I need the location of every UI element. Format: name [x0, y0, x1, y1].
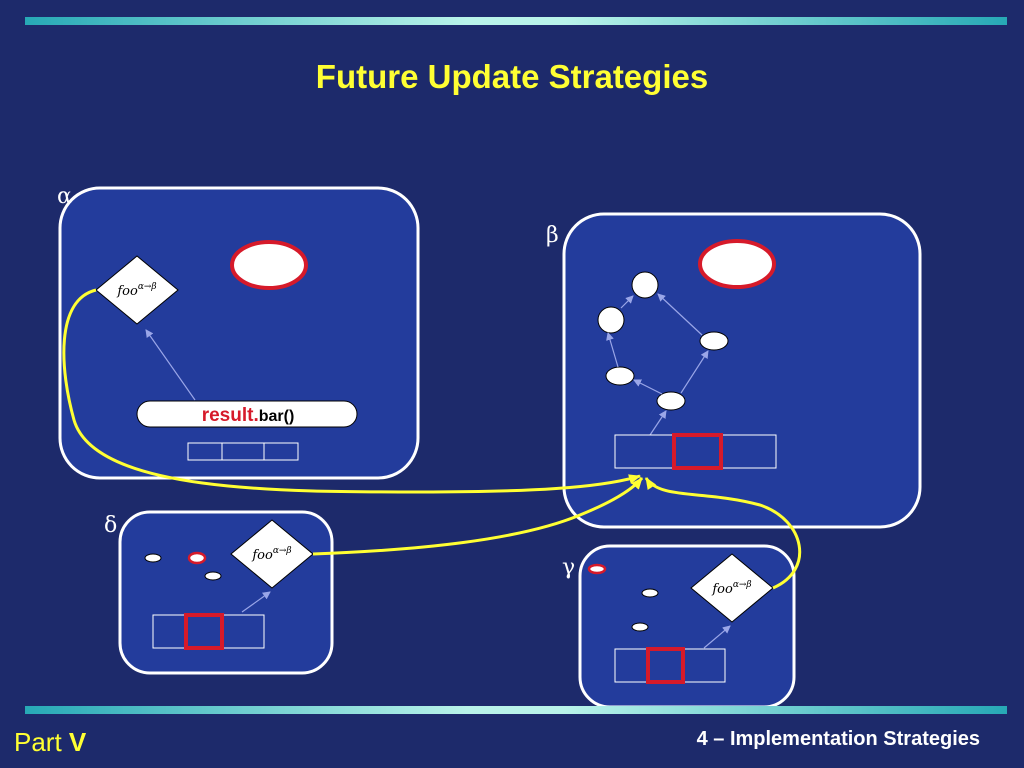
beta-label: β: [546, 223, 559, 248]
top-accent-bar: [25, 17, 1007, 25]
delta-future-diamond: [230, 519, 314, 589]
gamma-node: [631, 622, 649, 632]
delta-stack: [152, 613, 265, 650]
alpha-stack: [187, 442, 299, 461]
alpha-future-label: fooα→β: [116, 282, 156, 299]
beta-stack-highlight: [672, 433, 723, 470]
gamma-arrow: [703, 625, 731, 649]
beta-red-node: [698, 239, 776, 289]
result-call-text: result.bar(): [202, 405, 295, 426]
gamma-label: γ: [562, 555, 575, 580]
beta-node: [631, 271, 659, 299]
gamma-stack-highlight: [646, 647, 685, 684]
delta-arrow: [241, 591, 271, 613]
alpha-arrow: [145, 329, 196, 401]
gamma-panel: [578, 544, 796, 709]
gamma-red-node: [587, 563, 607, 575]
beta-node: [597, 306, 625, 334]
delta-panel: [118, 510, 334, 675]
beta-node: [605, 366, 635, 386]
process-alpha: α fooα→β result.bar(): [57, 184, 420, 480]
alpha-update-curve: [62, 288, 641, 494]
beta-node: [699, 331, 729, 351]
delta-label: δ: [104, 513, 117, 538]
beta-node: [656, 391, 686, 411]
alpha-red-node: [230, 240, 308, 290]
alpha-label: α: [57, 184, 72, 209]
beta-arrow: [620, 295, 634, 309]
beta-arrow: [649, 410, 667, 436]
delta-update-curve: [312, 477, 644, 556]
slide-title: Future Update Strategies: [315, 58, 709, 95]
gamma-future-diamond: [690, 553, 774, 623]
process-gamma: γ fooα→β: [562, 544, 796, 709]
delta-future-label: fooα→β: [251, 546, 291, 563]
delta-red-node: [187, 551, 207, 565]
gamma-update-curve: [644, 477, 802, 590]
beta-arrow: [606, 332, 619, 368]
gamma-future-label: fooα→β: [711, 580, 751, 597]
footer-section: 4 – Implementation Strategies: [696, 728, 980, 750]
process-beta: β: [546, 212, 922, 529]
footer-part-number: V: [68, 727, 87, 757]
bottom-accent-bar: [25, 706, 1007, 714]
delta-stack-highlight: [184, 613, 224, 650]
footer-part: Part V: [14, 727, 86, 758]
footer-part-label: Part: [14, 727, 62, 757]
gamma-stack: [614, 647, 726, 684]
delta-node: [204, 571, 222, 581]
beta-arrow: [633, 379, 663, 395]
beta-arrow: [680, 350, 709, 394]
delta-node: [144, 553, 162, 563]
process-delta: δ fooα→β: [104, 510, 334, 675]
gamma-node: [641, 588, 659, 598]
alpha-panel: [58, 186, 420, 480]
beta-stack: [614, 433, 777, 470]
alpha-future-diamond: [95, 255, 179, 325]
result-call-pill: [136, 400, 358, 428]
beta-arrow: [657, 293, 703, 336]
